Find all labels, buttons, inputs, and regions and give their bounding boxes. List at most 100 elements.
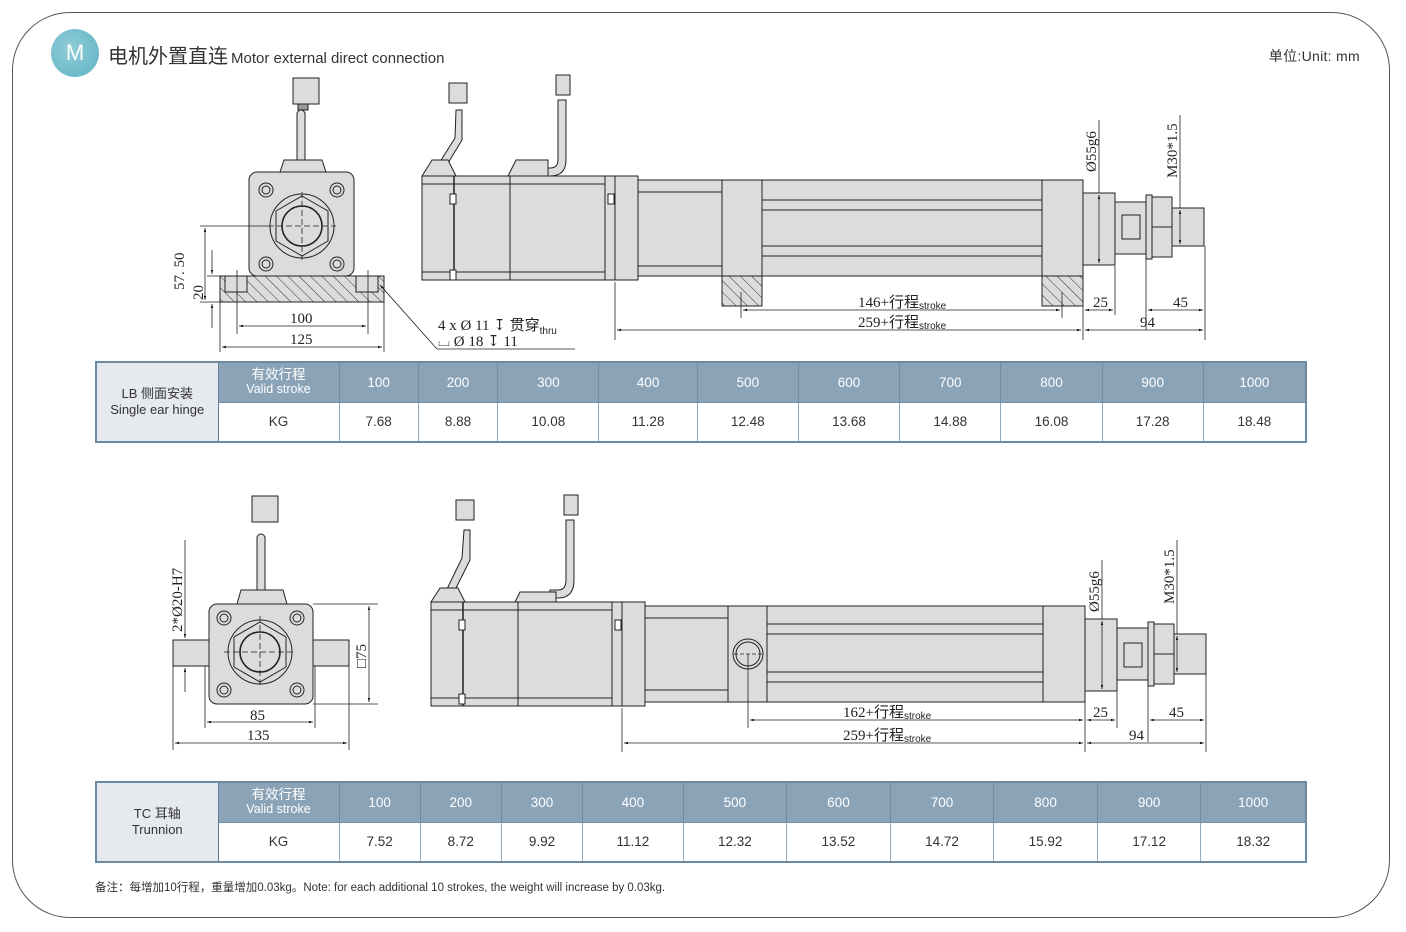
tc-dim-94: 94 (1129, 728, 1145, 744)
lb-end-view (200, 77, 575, 352)
tc-dim-25: 25 (1093, 705, 1108, 721)
stroke-cell: 600 (797, 361, 901, 403)
mount-type-cell: TC 耳轴 Trunnion (95, 781, 219, 863)
lb-dim-height-base: 20 (191, 285, 207, 300)
weight-cell: 14.88 (899, 401, 1002, 443)
tc-rod-diameter: Ø55g6 (1087, 571, 1103, 612)
lb-dim-base-width: 125 (290, 332, 313, 348)
weight-cell: 13.68 (797, 401, 901, 443)
lb-dim-25: 25 (1093, 295, 1108, 311)
tc-dim-total-width: 135 (247, 728, 270, 744)
connector-icon (555, 74, 571, 96)
connector-icon (292, 77, 320, 105)
mount-type-en: Single ear hinge (110, 402, 205, 417)
connector-icon (563, 494, 579, 516)
lb-side-view (421, 74, 1206, 340)
weight-label-cell: KG (217, 821, 340, 863)
mount-type-en: Trunnion (131, 822, 183, 837)
stroke-cell: 900 (1096, 781, 1202, 823)
stroke-cell: 1000 (1200, 781, 1307, 823)
weight-cell: 11.12 (582, 821, 684, 863)
title-en: Motor external direct connection (231, 50, 445, 67)
weight-cell: 15.92 (993, 821, 1098, 863)
stroke-label-en: Valid stroke (246, 802, 311, 817)
weight-table-tc: TC 耳轴 Trunnion 有效行程 Valid stroke 100 200… (95, 781, 1307, 863)
weight-cell: 14.72 (889, 821, 995, 863)
tc-square-size: □75 (354, 644, 370, 668)
stroke-cell: 900 (1101, 361, 1204, 403)
table-row-weight: KG 7.52 8.72 9.92 11.12 12.32 13.52 14.7… (96, 821, 1307, 863)
weight-label-cell: KG (217, 401, 340, 443)
tc-dim-inner-width: 85 (250, 708, 265, 724)
stroke-cell: 700 (889, 781, 995, 823)
tc-trunnion-diameter: 2*Ø20-H7 (170, 567, 186, 632)
section-badge: M (51, 29, 99, 77)
lb-dim-a: 146+行程stroke (858, 294, 947, 312)
tc-end-view (172, 495, 378, 750)
stroke-cell: 300 (497, 361, 600, 403)
page-frame (12, 12, 1390, 918)
title-zh: 电机外置直连 (108, 44, 228, 68)
stroke-cell: 100 (338, 781, 421, 823)
stroke-cell: 1000 (1202, 361, 1307, 403)
stroke-label-cell: 有效行程 Valid stroke (217, 781, 340, 823)
lb-rod-diameter: Ø55g6 (1084, 131, 1100, 172)
lb-dim-b: 259+行程stroke (858, 314, 947, 332)
weight-cell: 8.88 (417, 401, 499, 443)
lb-thread: M30*1.5 (1165, 123, 1181, 178)
weight-cell: 11.28 (598, 401, 698, 443)
weight-cell: 7.52 (338, 821, 421, 863)
unit-label: 单位:Unit: mm (1268, 48, 1360, 64)
stroke-cell: 400 (582, 781, 684, 823)
lb-hole-callout-line2: ⌴ Ø 18 ↧ 11 (438, 334, 518, 350)
weight-table-lb: LB 侧面安装 Single ear hinge 有效行程 Valid stro… (95, 361, 1307, 443)
stroke-cell: 200 (417, 361, 499, 403)
lb-dim-94: 94 (1140, 315, 1156, 331)
stroke-cell: 800 (1000, 361, 1103, 403)
table-row-weight: KG 7.68 8.88 10.08 11.28 12.48 13.68 14.… (96, 401, 1307, 443)
stroke-cell: 300 (500, 781, 584, 823)
tc-side-view (430, 494, 1207, 752)
stroke-cell: 700 (899, 361, 1002, 403)
weight-cell: 7.68 (338, 401, 419, 443)
mount-type-zh: TC 耳轴 (133, 806, 181, 821)
lb-dim-45: 45 (1173, 295, 1188, 311)
badge-letter: M (65, 40, 85, 65)
weight-cell: 18.32 (1200, 821, 1307, 863)
weight-cell: 17.12 (1096, 821, 1202, 863)
stroke-label-cell: 有效行程 Valid stroke (217, 361, 340, 403)
weight-cell: 13.52 (786, 821, 891, 863)
weight-cell: 16.08 (1000, 401, 1103, 443)
lb-hole-callout-line1: 4 x Ø 11 ↧ 贯穿thru (438, 317, 557, 337)
lb-dim-height-total: 57. 50 (172, 253, 188, 291)
tc-dim-45: 45 (1169, 705, 1184, 721)
stroke-cell: 800 (993, 781, 1098, 823)
stroke-cell: 500 (682, 781, 788, 823)
stroke-cell: 100 (338, 361, 419, 403)
connector-icon (448, 82, 468, 104)
tc-dim-a: 162+行程stroke (843, 704, 932, 722)
stroke-cell: 400 (598, 361, 698, 403)
weight-cell: 18.48 (1202, 401, 1307, 443)
stroke-label-zh: 有效行程 (251, 787, 306, 803)
weight-cell: 12.32 (682, 821, 788, 863)
mount-type-cell: LB 侧面安装 Single ear hinge (95, 361, 219, 443)
lb-dim-hole-spacing: 100 (290, 311, 313, 327)
stroke-cell: 600 (786, 781, 891, 823)
mount-type-zh: LB 侧面安装 (121, 386, 193, 401)
weight-cell: 12.48 (696, 401, 799, 443)
connector-icon (455, 499, 475, 521)
weight-cell: 17.28 (1101, 401, 1204, 443)
weight-cell: 8.72 (419, 821, 502, 863)
footnote: 备注：每增加10行程，重量增加0.03kg。Note: for each add… (95, 882, 666, 894)
stroke-cell: 500 (696, 361, 799, 403)
table-row-stroke: LB 侧面安装 Single ear hinge 有效行程 Valid stro… (95, 361, 1307, 443)
stroke-cell: 200 (419, 781, 502, 823)
connector-icon (251, 495, 279, 523)
tc-thread: M30*1.5 (1162, 549, 1178, 604)
stroke-label-en: Valid stroke (246, 382, 311, 397)
weight-cell: 9.92 (500, 821, 584, 863)
stroke-label-zh: 有效行程 (251, 367, 306, 383)
